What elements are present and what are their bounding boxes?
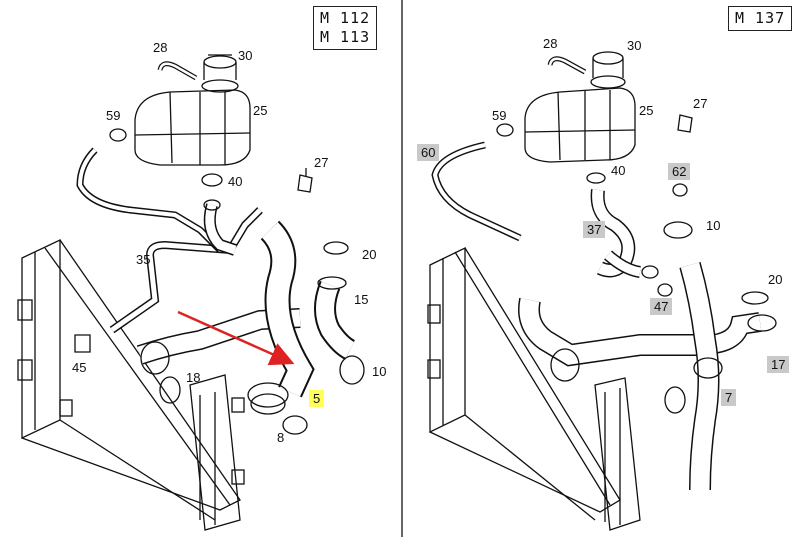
callout-15: 15 [354,292,369,307]
radiator-left [17,238,245,531]
callout-40: 40 [611,163,626,178]
callout-10: 10 [372,364,387,379]
callout-37-highlighted: 37 [583,221,606,238]
radiator-right [427,246,641,531]
callout-45: 45 [72,360,87,375]
expansion-tank-left [109,54,313,193]
callout-27: 27 [314,155,329,170]
hose-35-left [76,147,263,334]
callout-59: 59 [492,108,507,123]
pointer-arrow [177,310,295,366]
callout-20: 20 [362,247,377,262]
callout-28: 28 [543,36,558,51]
callout-62-highlighted: 62 [668,163,691,180]
callout-35: 35 [136,252,151,267]
hose-5-left [247,220,315,435]
callout-17-highlighted: 17 [767,356,790,373]
engine-code: M 113 [320,28,371,46]
expansion-tank-right [496,51,693,184]
callout-20: 20 [768,272,783,287]
hose-18-left [136,308,301,404]
engine-code: M 112 [320,9,371,27]
callout-30: 30 [627,38,642,53]
left-assembly [17,54,365,531]
callout-40: 40 [228,174,243,189]
callout-27: 27 [693,96,708,111]
callout-59: 59 [106,108,121,123]
callout-60-highlighted: 60 [417,144,440,161]
callout-18: 18 [186,370,201,385]
right-assembly [427,51,777,531]
engine-code: M 137 [735,9,786,27]
callout-25: 25 [639,103,654,118]
callout-28: 28 [153,40,168,55]
callout-30: 30 [238,48,253,63]
engine-code-box-right: M 137 [728,6,793,31]
hose-15-left [314,276,356,360]
engine-code-box-left: M 112 M 113 [313,6,378,50]
callout-7-highlighted: 7 [721,389,737,406]
callout-10: 10 [706,218,721,233]
callout-5-highlighted: 5 [309,390,325,407]
callout-47-highlighted: 47 [650,298,673,315]
callout-25: 25 [253,103,268,118]
callout-8: 8 [277,430,285,445]
